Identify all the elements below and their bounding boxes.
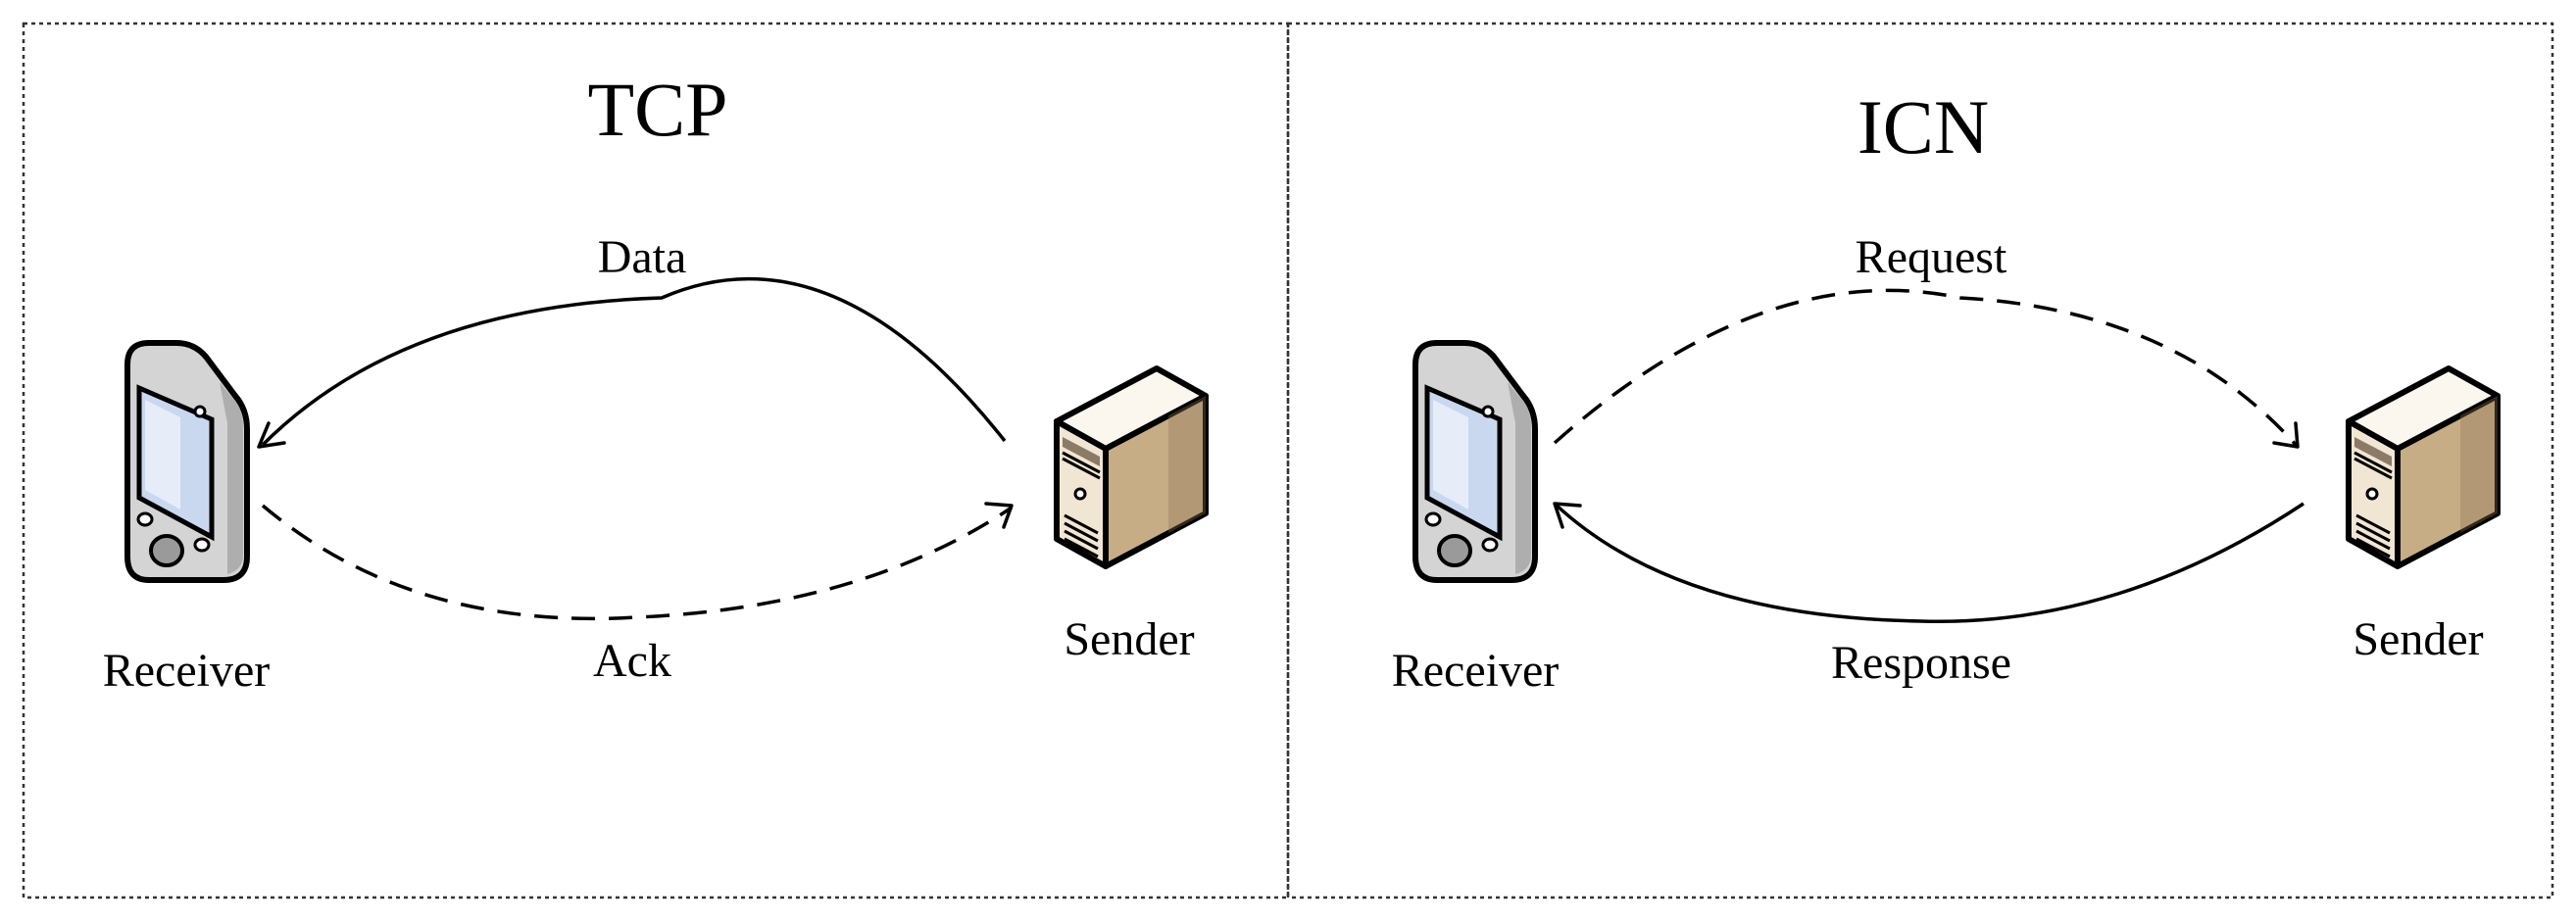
panel-icn: ICN Request Response Receiver Sender [1392, 84, 2498, 697]
panel-frame-tcp [22, 22, 1290, 899]
receiver-label: Receiver [1392, 645, 1560, 697]
data-label: Data [598, 231, 687, 283]
server-icon [2349, 368, 2498, 566]
mobile-phone-icon [1415, 343, 1535, 580]
sender-label: Sender [1064, 613, 1194, 665]
response-arc [1553, 502, 2304, 624]
sender-label: Sender [2353, 613, 2483, 665]
ack-arc [261, 504, 1013, 621]
panel-title: ICN [1858, 84, 1989, 170]
response-arrowhead [1553, 502, 1582, 529]
data-arrowhead [257, 421, 286, 449]
receiver-label: Receiver [103, 645, 271, 697]
request-label: Request [1856, 231, 2007, 283]
ack-arrowhead [984, 502, 1014, 529]
data-arc [261, 276, 1007, 447]
request-arc [1553, 288, 2300, 449]
response-label: Response [1831, 637, 2011, 689]
ack-label: Ack [593, 635, 671, 687]
request-arrowhead [2272, 421, 2300, 449]
panel-tcp: TCP Data Ack Receiver Sender [103, 67, 1206, 697]
panel-title: TCP [587, 67, 727, 152]
server-icon [1057, 368, 1206, 566]
panel-frame-icn [1286, 22, 2554, 899]
mobile-phone-icon [127, 343, 247, 580]
